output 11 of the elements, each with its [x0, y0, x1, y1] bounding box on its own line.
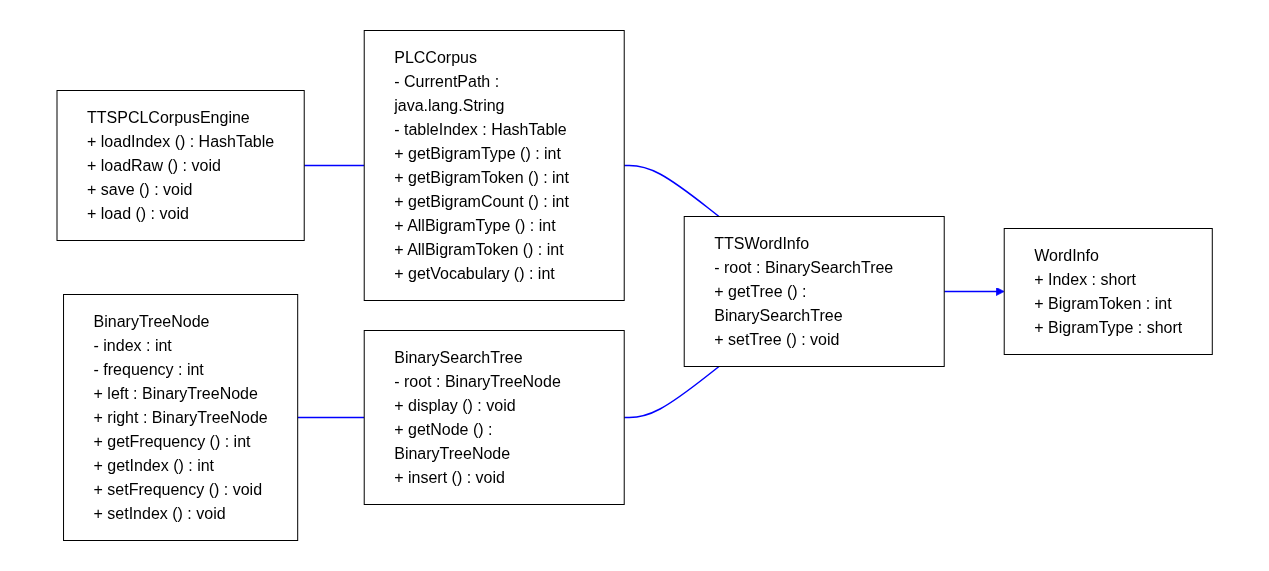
connector [623, 365, 720, 419]
node-box: BinarySearchTree - root : BinaryTreeNode + display () : void + getNode () : BinaryTreeNode + insert () : void [363, 330, 625, 505]
node-box: PLCCorpus - CurrentPath : java.lang.String - tableIndex : HashTable + getBigramType () : int + getBigramToken () : int + getBigramCount () : int + AllBigramType () : int + AllBigramToken () : int + getVocabulary () : int [363, 30, 625, 301]
connector [303, 164, 365, 167]
arrow [943, 287, 1005, 296]
node-box: TTSWordInfo - root : BinarySearchTree + getTree () : BinarySearchTree + setTree () : void [683, 216, 945, 367]
node-box: TTSPCLCorpusEngine + loadIndex () : HashTable + loadRaw () : void + save () : void + load () : void [56, 90, 305, 241]
connector [296, 416, 365, 419]
node-box: BinaryTreeNode - index : int - frequency : int + left : BinaryTreeNode + right : BinaryTreeNode + getFrequency () : int + getIndex () : int + setFrequency () : void + setIndex () : void [62, 294, 299, 541]
node-box: WordInfo + Index : short + BigramToken : int + BigramType : short [1003, 228, 1213, 355]
connector [623, 164, 720, 218]
